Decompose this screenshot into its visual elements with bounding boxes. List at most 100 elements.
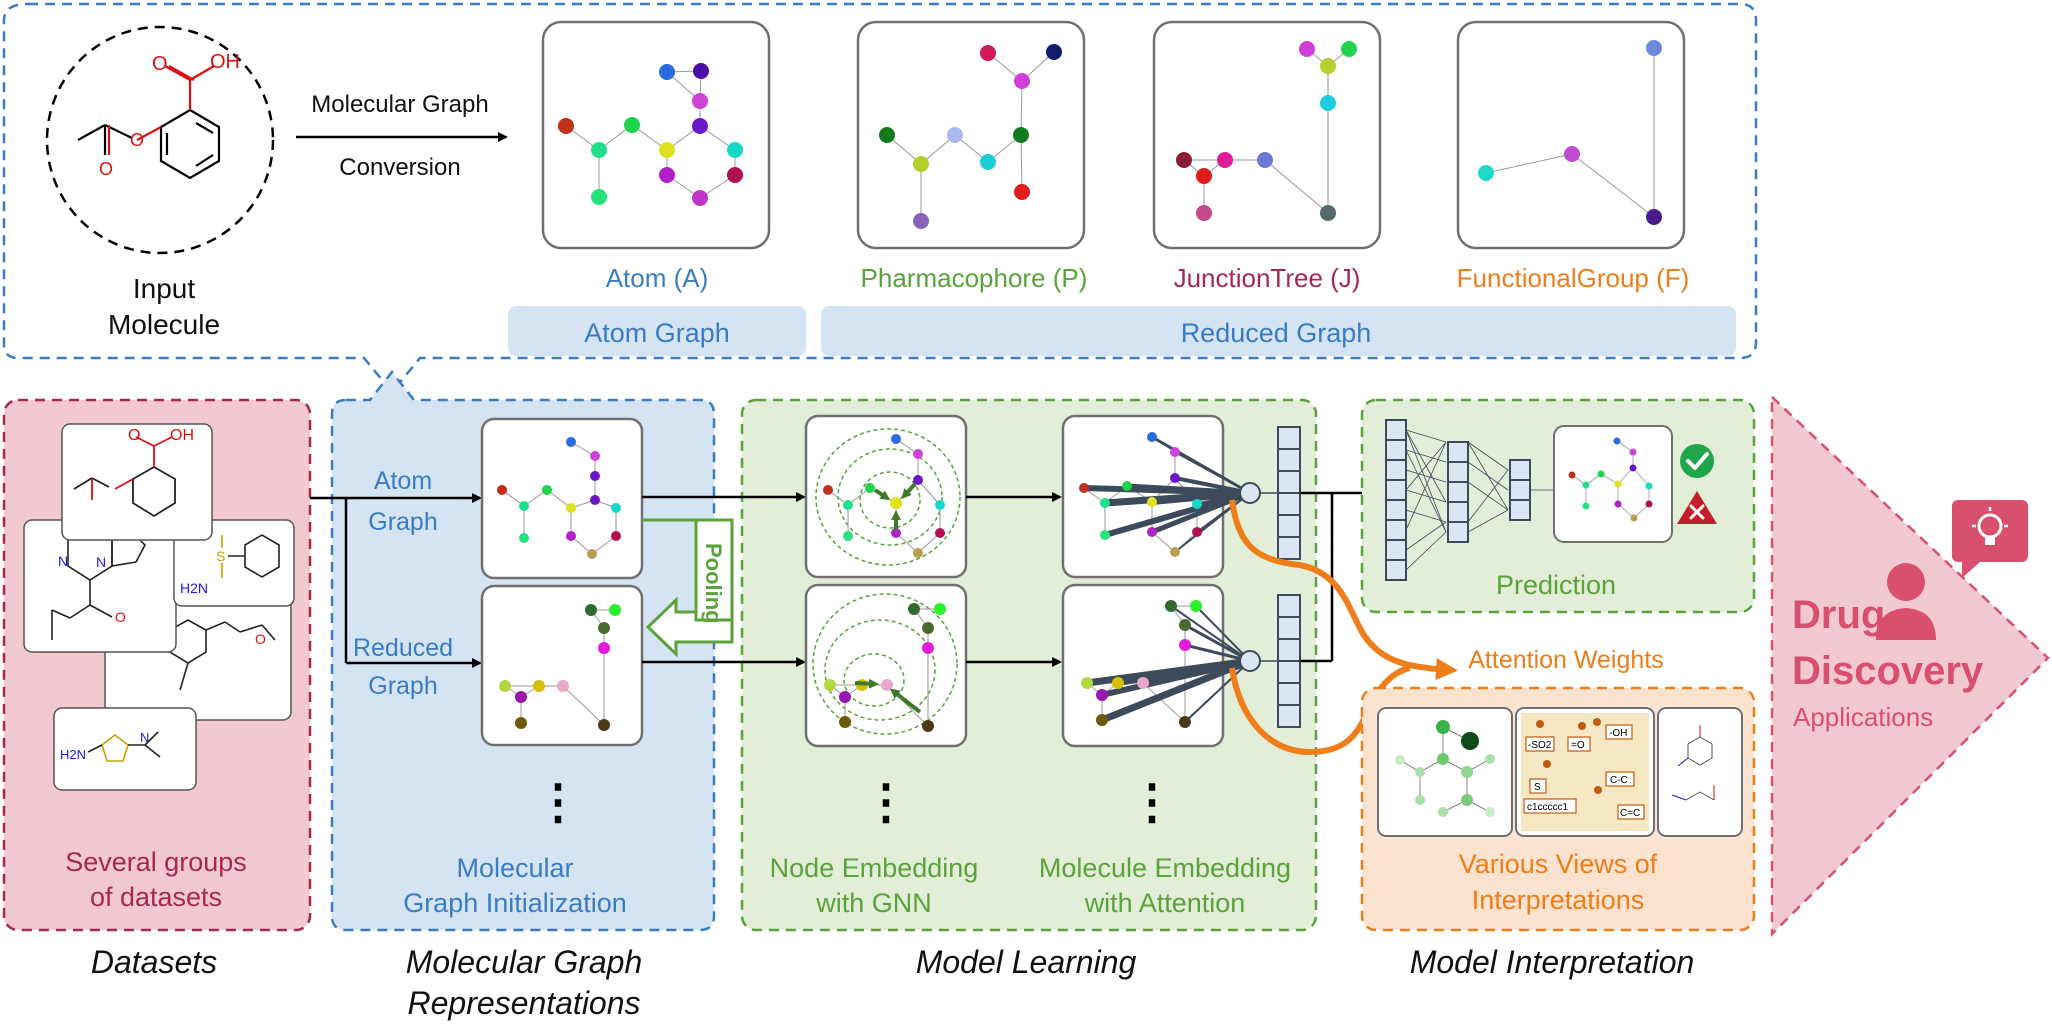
graph-type-functional-group: FunctionalGroup (F) (1457, 263, 1690, 293)
dataset-card-4-o-label: O (255, 631, 266, 647)
prediction-label: Prediction (1496, 570, 1616, 600)
molecule-embedding-caption-1: Molecule Embedding (1039, 853, 1291, 883)
dataset-card-5 (53, 707, 197, 791)
aspirin-oh-label: OH (210, 51, 240, 73)
prediction-graph-drawing (1568, 437, 1653, 522)
repr-reduced-graph-drawing (499, 604, 621, 731)
atom-graph-drawing (558, 63, 743, 206)
dataset-card-3 (173, 519, 295, 607)
atom-graph-label-2: Graph (368, 508, 437, 536)
datasets-section-label: Datasets (91, 944, 217, 980)
interp-caption-1: Various Views of (1459, 849, 1658, 879)
gnn-atom-drawing (815, 428, 961, 566)
gnn-vertical-dots: ⋮ (862, 776, 910, 829)
token-oh: -OH (1609, 728, 1627, 739)
embedding-vector-bottom (1277, 594, 1301, 728)
concat-lines (1300, 491, 1334, 663)
conversion-label-1: Molecular Graph (311, 91, 488, 118)
pooling-arrow (642, 518, 734, 658)
aspirin-o3-label: O (99, 159, 113, 179)
attention-node-top (1239, 482, 1261, 504)
interp-view-molecule-box (1657, 707, 1743, 837)
junction-tree-graph-drawing (1176, 41, 1357, 221)
dataset-card-3-h2n-label: H2N (180, 580, 208, 596)
junction-tree-graph-box (1152, 20, 1382, 250)
pooling-label: Pooling (701, 543, 726, 624)
aspirin-o-label: O (152, 53, 168, 75)
model-learning-section-label: Model Learning (916, 944, 1137, 980)
token-so2: -SO2 (1528, 740, 1552, 751)
dataset-card-5-structure (87, 731, 161, 762)
gnn-reduced-drawing (812, 593, 958, 735)
dataset-card-3-structure (221, 534, 280, 578)
idea-user-icon (1876, 500, 2028, 640)
dataset-card-5-h2n-label: H2N (60, 747, 86, 762)
dataset-card-1 (61, 423, 213, 541)
input-molecule-circle (45, 25, 275, 255)
applications-title-2: Discovery (1792, 649, 1984, 693)
repr-atom-graph-drawing (497, 437, 621, 559)
dataset-card-1-o-label: O (128, 427, 140, 444)
prediction-graph-box (1553, 425, 1673, 543)
node-embedding-caption-1: Node Embedding (770, 853, 979, 883)
neural-network (1385, 419, 1554, 581)
reduced-graph-label-1: Reduced (353, 634, 453, 662)
datasets-caption-1: Several groups (65, 847, 247, 877)
interpretation-section-label: Model Interpretation (1410, 944, 1695, 980)
check-icon (1680, 444, 1714, 478)
repr-caption-1: Molecular (456, 853, 573, 883)
applications-subtitle: Applications (1793, 702, 1933, 732)
applications-triangle (1770, 394, 2050, 938)
pharmacophore-graph-drawing (879, 44, 1062, 229)
dataset-split-lines (310, 496, 420, 665)
attention-weights-label: Attention Weights (1468, 646, 1663, 674)
repr-atom-graph-box (480, 417, 644, 580)
attention-weights-arrow (1229, 499, 1458, 681)
graph-type-pharmacophore: Pharmacophore (P) (861, 263, 1088, 293)
datasets-caption-2: of datasets (90, 882, 222, 912)
dataset-card-1-oh-label: OH (170, 427, 194, 444)
interp-view-atom-drawing (1395, 720, 1495, 817)
repr-caption-2: Graph Initialization (403, 888, 627, 918)
token-c-eq-c: C=C (1620, 808, 1640, 819)
dataset-card-5-n-label: N (140, 730, 149, 745)
interp-tokens: -SO2 =O -OH S C-C c1ccccc1 C=C (1523, 718, 1645, 820)
molecule-embedding-caption-2: with Attention (1084, 888, 1246, 918)
attention-node-bottom (1239, 650, 1261, 672)
graph-type-atom: Atom (A) (606, 263, 709, 293)
attention-weights-arrow-lower (1229, 665, 1411, 756)
atom-graph-box (541, 20, 771, 250)
atom-graph-band-label: Atom Graph (584, 318, 730, 348)
atom-graph-label-1: Atom (374, 467, 432, 495)
dataset-card-2-n-label: N (58, 553, 68, 569)
conversion-label-2: Conversion (339, 154, 460, 181)
aspirin-structure (77, 65, 221, 180)
input-molecule-label-2: Molecule (108, 309, 220, 340)
atom-graph-band (508, 306, 806, 356)
attention-vertical-dots: ⋮ (1128, 776, 1176, 829)
token-cc: C-C (1610, 775, 1628, 786)
repr-section-label-2: Representations (407, 985, 640, 1021)
input-molecule-label-1: Input (133, 273, 195, 304)
applications-title-1: Drug (1792, 593, 1885, 637)
token-eq-o: =O (1571, 740, 1585, 751)
functional-group-graph-drawing (1478, 40, 1662, 225)
token-benzene: c1ccccc1 (1527, 802, 1569, 813)
reduced-graph-label-2: Graph (368, 672, 437, 700)
node-embedding-caption-2: with GNN (815, 888, 932, 918)
embedding-vector-top (1277, 426, 1301, 560)
interp-view-molecule-drawing (1671, 725, 1715, 801)
interp-caption-2: Interpretations (1472, 885, 1645, 915)
dataset-card-2-n2-label: N (96, 554, 106, 570)
attention-reduced-drawing (1081, 600, 1254, 728)
reduced-graph-band-label: Reduced Graph (1181, 318, 1372, 348)
attention-atom-drawing (1079, 432, 1254, 557)
reduced-graph-band (821, 306, 1736, 356)
graph-type-junction-tree: JunctionTree (J) (1174, 263, 1361, 293)
repr-vertical-dots: ⋮ (534, 776, 582, 829)
dataset-card-1-structure (73, 436, 176, 518)
token-s: S (1534, 782, 1541, 793)
top-panel-border (2, 2, 1758, 394)
dataset-card-3-s-label: S (216, 548, 225, 564)
